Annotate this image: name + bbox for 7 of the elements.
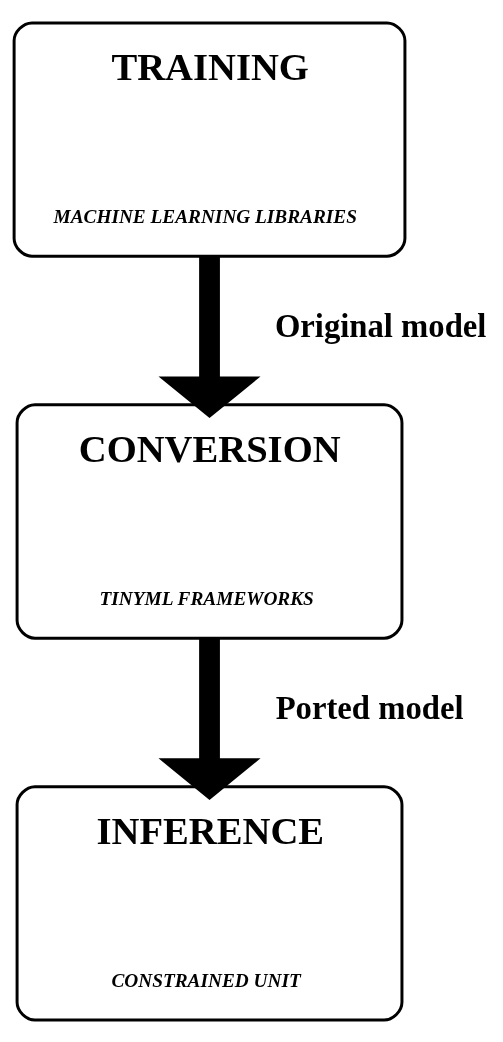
node-box: TRAINING MACHINE LEARNING LIBRARIES (12, 20, 407, 258)
arrow (158, 637, 261, 800)
arrow (158, 255, 261, 418)
edge-label: Original model (274, 307, 487, 344)
node-box: INFERENCE CONSTRAINED UNIT (15, 784, 404, 1022)
edge-label: Ported model (275, 689, 464, 726)
node-box: CONVERSION TINYML FRAMEWORKS (15, 402, 404, 640)
